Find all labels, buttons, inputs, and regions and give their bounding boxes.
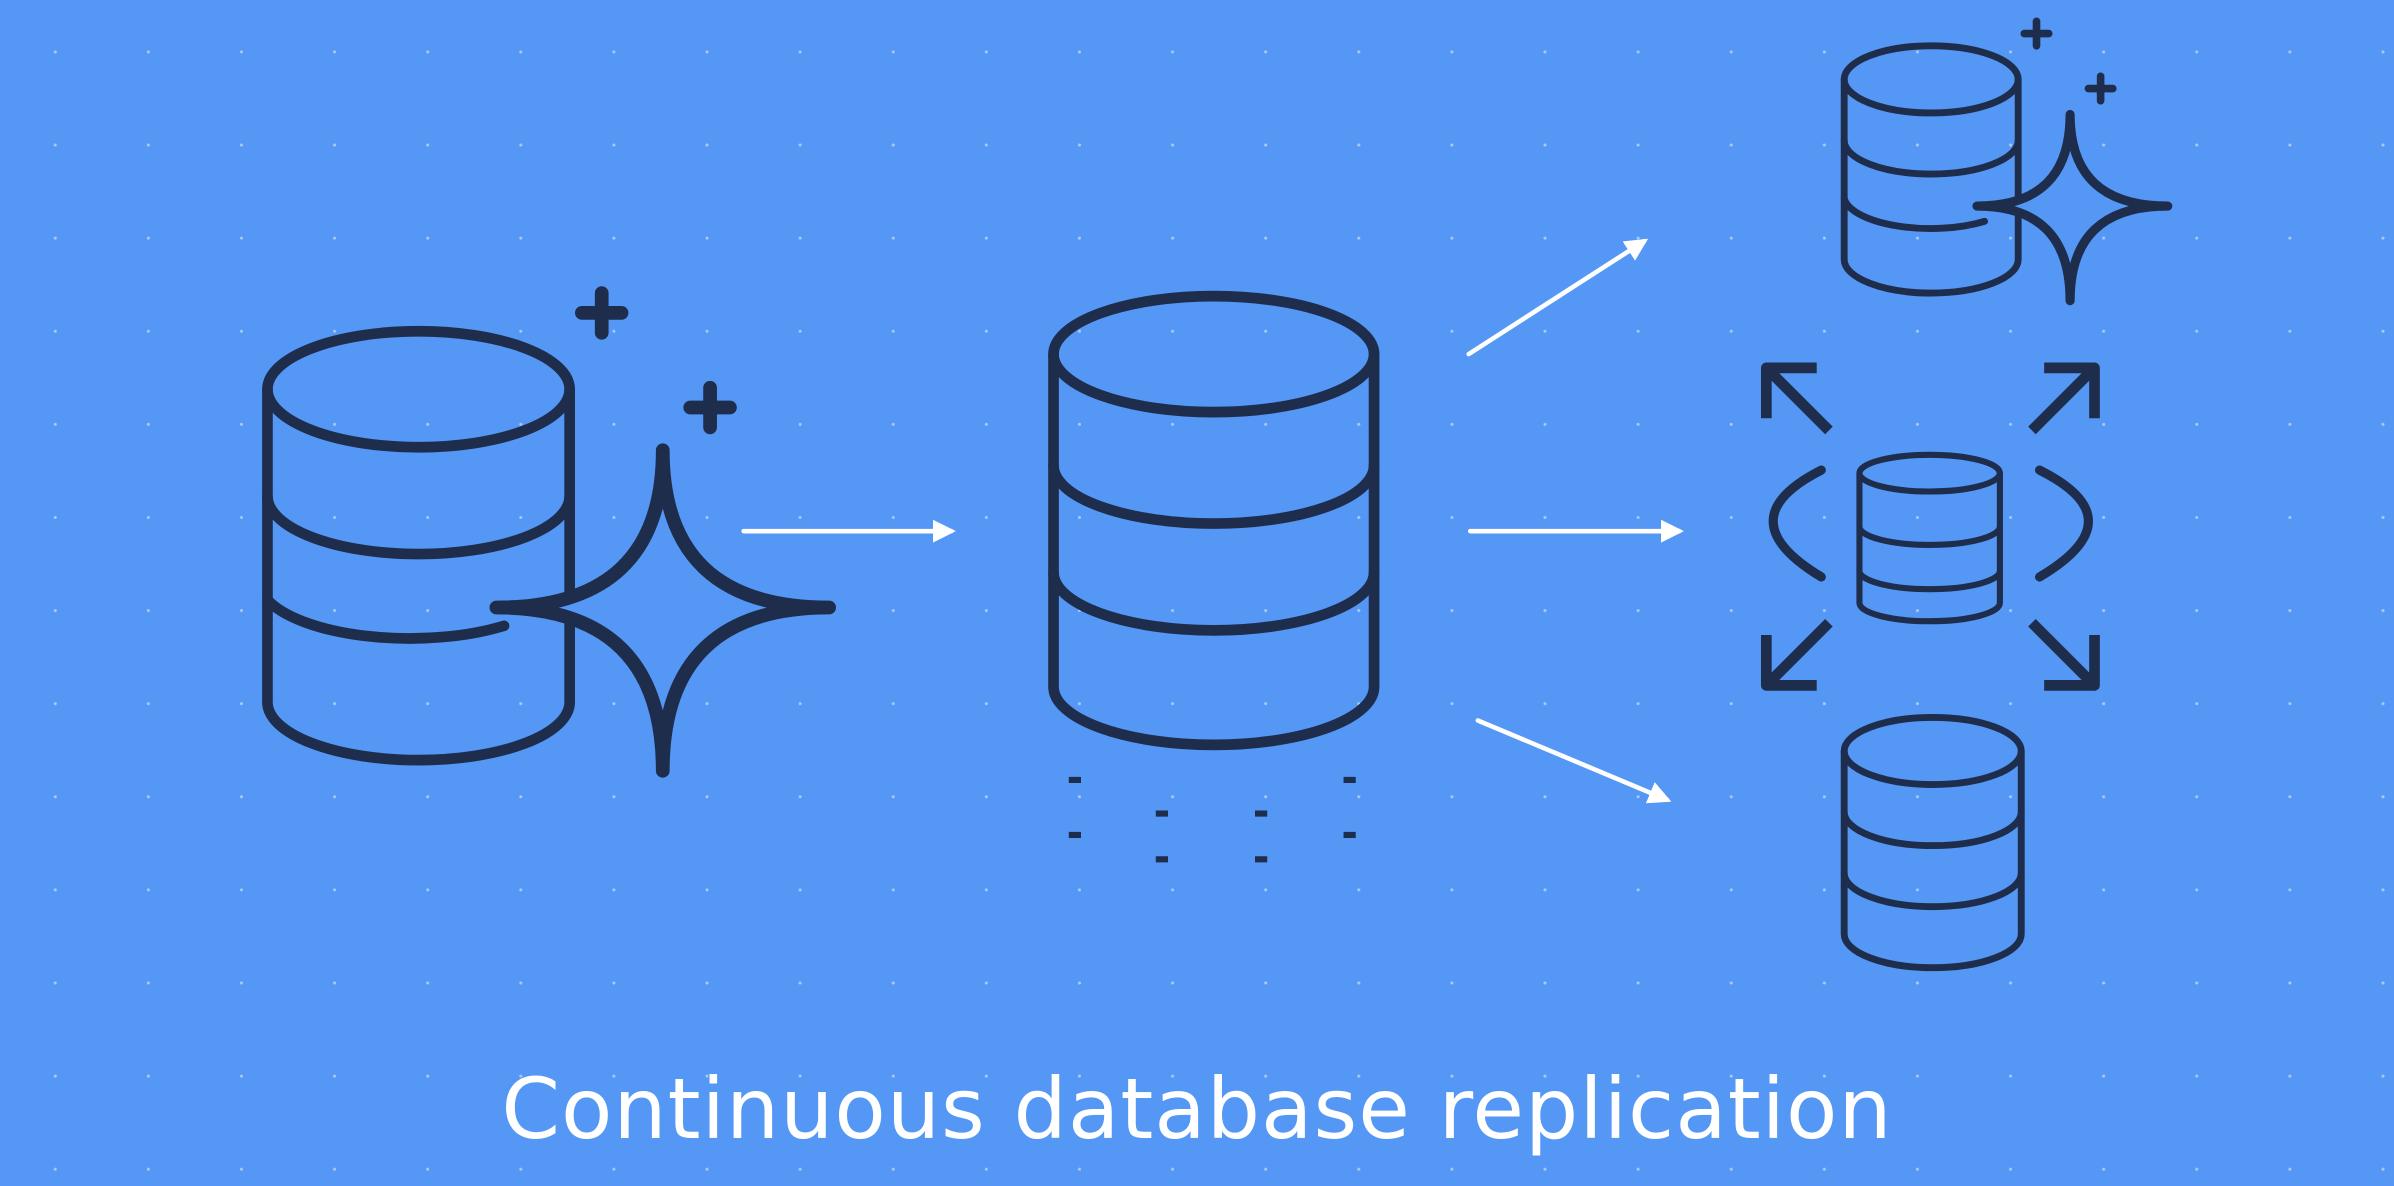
sparkle-icon bbox=[489, 286, 837, 778]
replica-database-sparkle-icon bbox=[1840, 17, 2173, 306]
primary-database-icon bbox=[1048, 290, 1380, 751]
scaling-database-icon bbox=[1760, 362, 2100, 691]
data-stream-dashes bbox=[1068, 776, 1356, 863]
caption: Continuous database replication bbox=[501, 1060, 1893, 1158]
arrow-up-right bbox=[1466, 238, 1649, 357]
replica-database-icon bbox=[1840, 713, 2025, 972]
arrow-down-right bbox=[1475, 718, 1672, 804]
source-database-icon bbox=[262, 325, 575, 766]
